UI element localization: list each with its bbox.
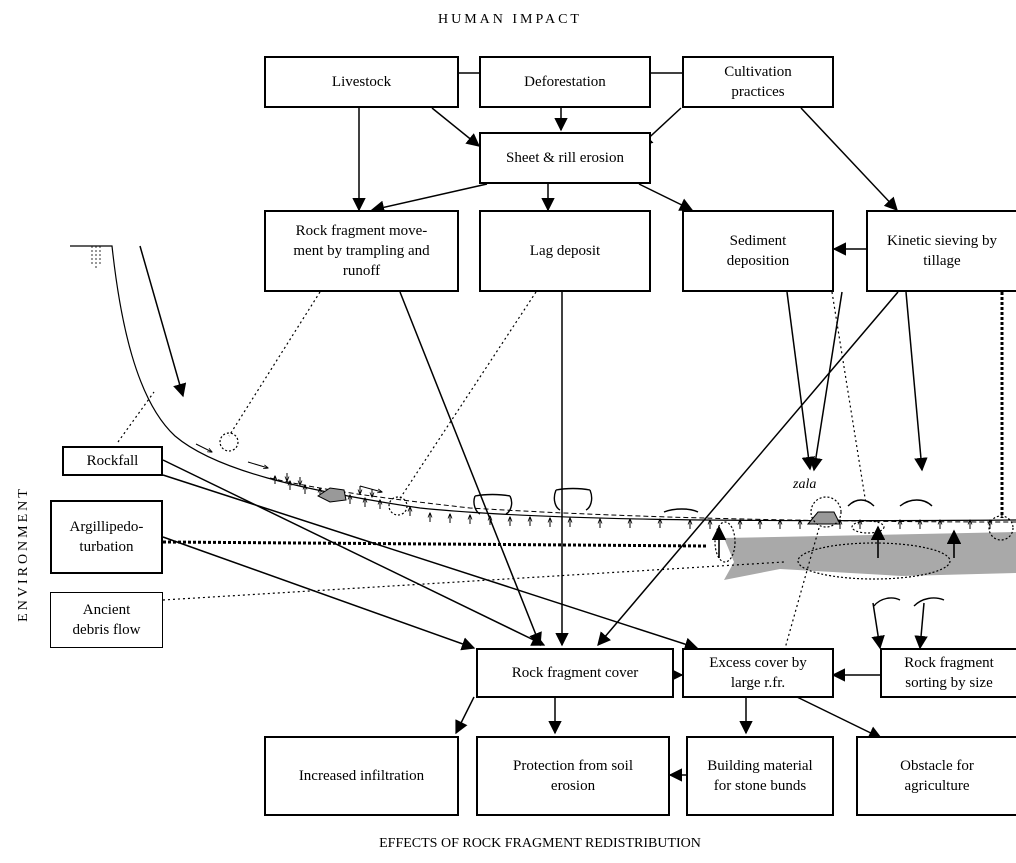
zala-label: zala [793,477,817,492]
box-argillipedoturbation: Argillipedo- turbation [50,500,163,574]
box-livestock: Livestock [264,56,459,108]
box-rockfall: Rockfall [62,446,163,476]
box-sediment-deposition: Sediment deposition [682,210,834,292]
thick-dotted-leaders [162,292,1004,548]
subsoil-shading [724,532,1016,580]
surface-movement-arrows [195,443,990,529]
causal-arrows [139,107,928,782]
box-rock-fragment-sorting: Rock fragment sorting by size [880,648,1016,698]
box-building-material: Building material for stone bunds [686,736,834,816]
lag-surface-dashed [269,477,1016,523]
effects-heading: EFFECTS OF ROCK FRAGMENT REDISTRIBUTION [379,836,701,851]
uplift-arrows [711,525,962,558]
human-impact-heading: HUMAN IMPACT [437,12,582,27]
box-protection-soil-erosion: Protection from soil erosion [476,736,670,816]
box-sheet-rill-erosion: Sheet & rill erosion [479,132,651,184]
box-lag-deposit: Lag deposit [479,210,651,292]
box-excess-cover: Excess cover by large r.fr. [682,648,834,698]
box-rock-fragment-cover: Rock fragment cover [476,648,674,698]
rock-fragment-upper [317,487,347,503]
box-kinetic-sieving: Kinetic sieving by tillage [866,210,1016,292]
box-cultivation-practices: Cultivation practices [682,56,834,108]
box-deforestation: Deforestation [479,56,651,108]
dotted-circles [219,432,1014,580]
slope-brackets [473,487,945,607]
dotted-leaders [117,291,867,653]
box-trampling-runoff: Rock fragment move- ment by trampling an… [264,210,459,292]
cliff-hatching [91,246,101,268]
box-ancient-debris-flow: Ancient debris flow [50,592,163,648]
rock-fragment-zala [806,511,841,525]
environment-heading: ENVIRONMENT [16,486,31,622]
box-increased-infiltration: Increased infiltration [264,736,459,816]
box-obstacle-agriculture: Obstacle for agriculture [856,736,1016,816]
